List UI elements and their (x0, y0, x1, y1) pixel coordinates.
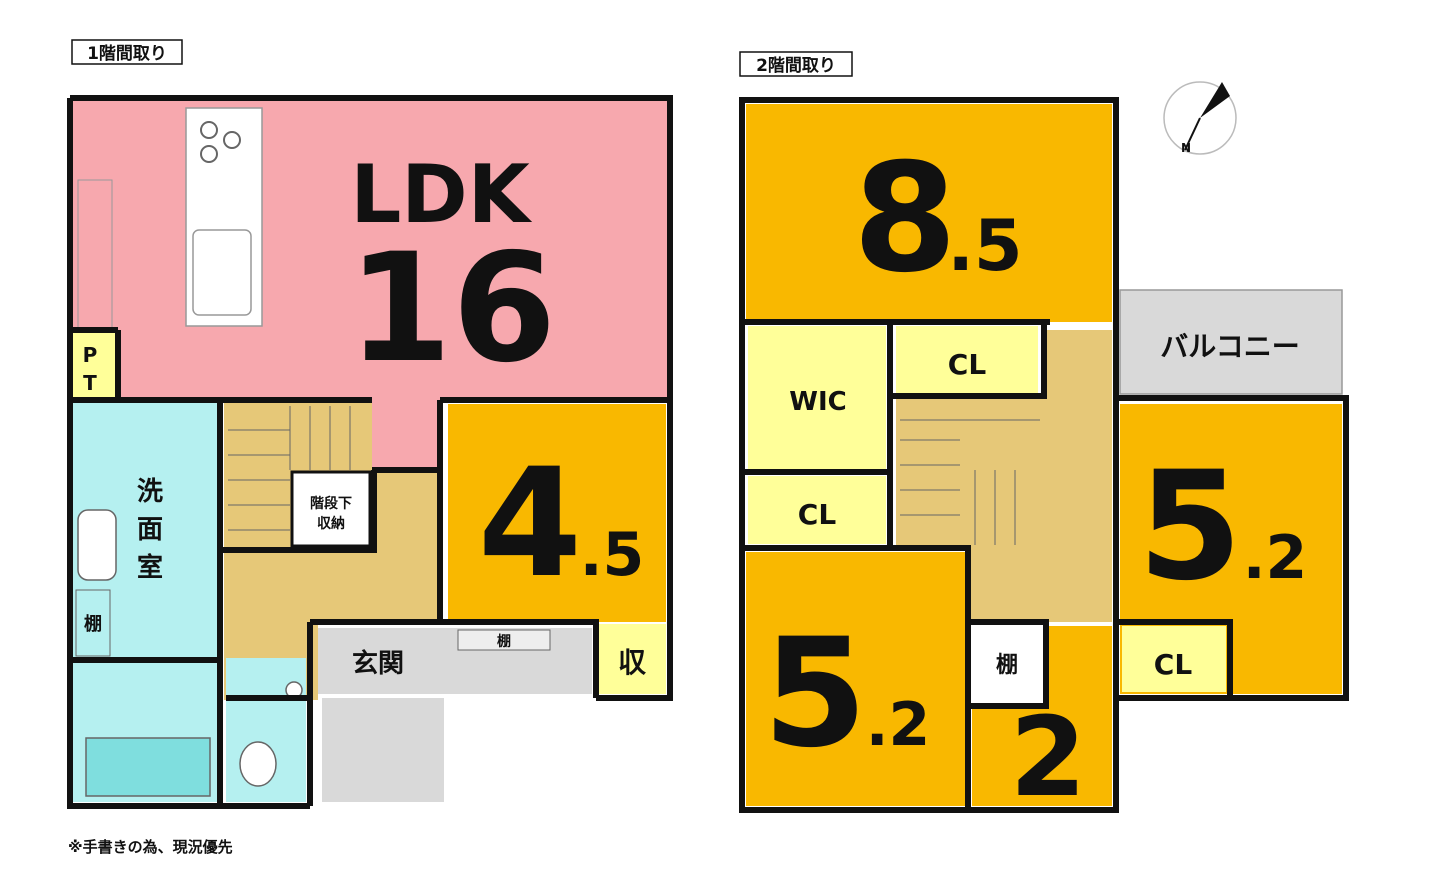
room-5-2-left (746, 552, 966, 806)
washroom-label-3: 室 (137, 552, 163, 583)
wic-label: WIC (789, 387, 846, 417)
compass-label: N (1181, 141, 1191, 155)
sink-icon (192, 229, 252, 316)
room-5-2-left-int: 5 (763, 607, 867, 781)
storage-closet (598, 624, 666, 694)
hallway-floor2-lower (970, 548, 1112, 622)
under-stair-storage (290, 470, 372, 548)
room-5-2-right-int: 5 (1138, 440, 1242, 614)
washroom-shelf-label: 棚 (84, 613, 102, 635)
washroom-shelf (75, 589, 111, 657)
closet-b-label: CL (798, 498, 837, 531)
room-5-2-left-dec: .2 (866, 690, 931, 760)
genkan-shelf-label: 棚 (497, 633, 511, 650)
compass-tail (1184, 117, 1201, 151)
toilet-icon (239, 741, 277, 787)
stair-steps (228, 406, 351, 531)
shelf-floor2-label: 棚 (996, 653, 1018, 678)
disclaimer-note: ※手書きの為、現況優先 (68, 838, 233, 856)
stair2-steps (900, 419, 1040, 545)
closet-c-label: CL (1154, 648, 1193, 681)
stove-burner-icon (223, 131, 241, 149)
storage-label: 収 (618, 646, 647, 679)
room-4-5 (448, 404, 666, 622)
bathtub-icon (85, 737, 211, 797)
compass: N (1163, 81, 1237, 155)
washroom-label-2: 面 (137, 515, 163, 545)
room-5-2-right-dec: .2 (1243, 523, 1308, 593)
pt-label-t: T (83, 371, 97, 395)
balcony (1119, 289, 1343, 395)
room-2 (972, 626, 1112, 806)
pt-space (72, 332, 116, 398)
compass-needle-icon (1200, 82, 1230, 118)
floor1-title: 1階間取り (87, 44, 167, 64)
under-stair-label-2: 収納 (317, 515, 345, 532)
floor2-title-box (739, 51, 853, 77)
ldk-label: LDK (350, 148, 532, 241)
ldk-size: 16 (348, 222, 557, 396)
balcony-label: バルコニー (1160, 330, 1299, 363)
room-2-label: 2 (1010, 693, 1087, 821)
room-8-5-int: 8 (853, 132, 957, 306)
genkan-label: 玄関 (352, 648, 404, 679)
room-8-5-dec: .5 (947, 205, 1022, 287)
closet-a-label: CL (948, 348, 987, 381)
floor2-title: 2階間取り (756, 56, 836, 76)
under-stair-label-1: 階段下 (310, 495, 352, 512)
room-4-5-int: 4 (478, 437, 582, 611)
genkan-shelf (457, 629, 551, 651)
stove-burner-icon (200, 121, 218, 139)
shelf-floor2 (974, 626, 1040, 702)
washroom-label-1: 洗 (137, 477, 163, 507)
floor2-walls (739, 97, 1349, 813)
pt-label-p: P (83, 343, 98, 367)
stove-burner-icon (200, 145, 218, 163)
room-8-5 (746, 104, 1112, 322)
washbasin-icon (77, 509, 117, 581)
floor-2: 2階間取り 8 .5 WIC CL CL 5 .2 棚 (739, 51, 1349, 821)
room-4-5-dec: .5 (580, 520, 645, 590)
hallway-floor1 (224, 470, 440, 700)
closet-b (748, 476, 886, 544)
floor1-walls (67, 95, 673, 809)
closet-c (1122, 626, 1226, 692)
closet-a (896, 326, 1038, 394)
wic (748, 326, 886, 470)
floor1-title-box (71, 39, 183, 65)
floor-1: 1階間取り LDK 16 P T 洗 面 室 棚 (67, 39, 673, 809)
stair-floor2 (896, 398, 1046, 548)
porch (322, 698, 444, 802)
